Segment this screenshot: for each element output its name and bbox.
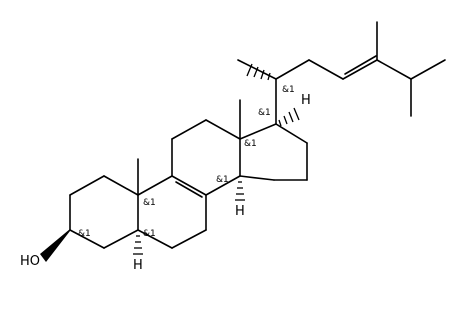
stereo-label-c5: &1: [143, 229, 156, 239]
hydrogen-c5-label: H: [133, 258, 143, 273]
stereo-label-c3: &1: [78, 229, 91, 239]
stereo-label-c13: &1: [244, 139, 257, 149]
hydrogen-c17-label: H: [301, 93, 311, 108]
hash-bond-c17-h: [278, 107, 300, 127]
hydroxyl-label: HO: [20, 254, 40, 269]
bond-lines: [69, 21, 446, 249]
hash-bond-c5-h: [133, 235, 143, 255]
stereo-label-c17: &1: [258, 108, 271, 118]
stereo-label-c10: &1: [143, 198, 156, 208]
stereo-bonds: [40, 63, 300, 262]
stereo-label-c14: &1: [216, 175, 229, 185]
hash-bond-c20-methyl: [246, 63, 271, 81]
stereo-label-c20: &1: [282, 85, 295, 95]
hydrogen-c14-label: H: [235, 204, 245, 219]
wedge-bond-c3-oh: [40, 229, 70, 262]
hash-bond-c14-h: [235, 181, 245, 201]
